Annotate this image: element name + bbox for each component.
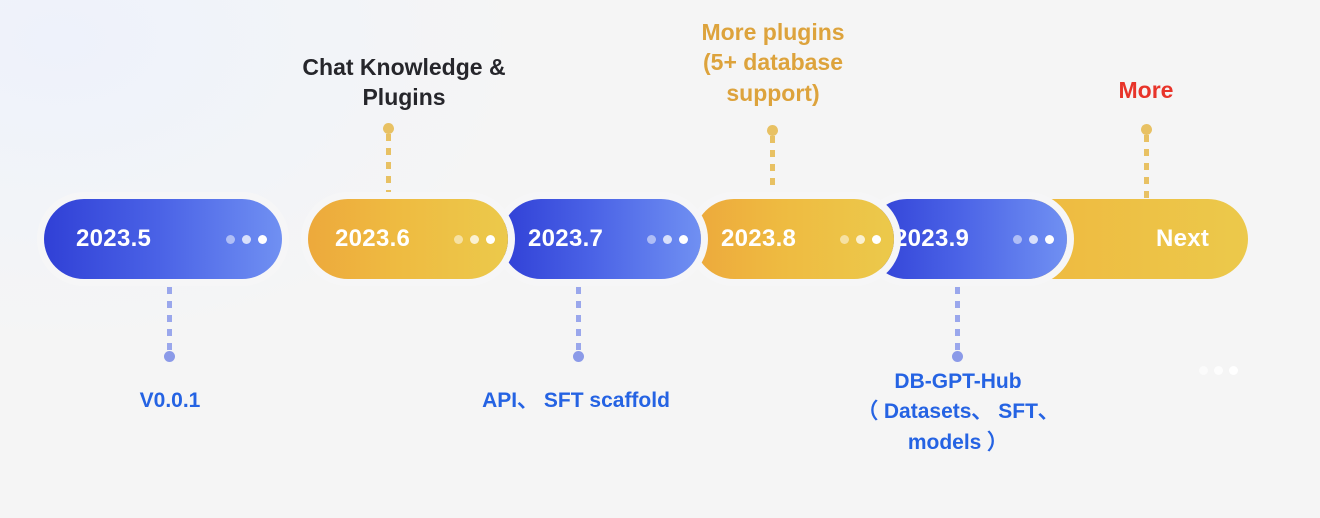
callout-below-2023-5: V0.0.1 (139, 389, 201, 412)
connector-above-2023-6 (383, 123, 394, 199)
connector-dash-line (386, 134, 391, 199)
connector-knob-icon (767, 125, 778, 136)
timeline-segment-2023-7[interactable]: 2023.7 (501, 199, 701, 279)
connector-knob-icon (383, 123, 394, 134)
timeline-segment-label: 2023.5 (76, 225, 152, 252)
callout-above-2023-6: Chat Knowledge & Plugins (302, 54, 506, 111)
segment-ellipsis-icon (1013, 234, 1054, 244)
callout-below-2023-7: API、 SFT scaffold (482, 389, 670, 412)
timeline-segment-label: 2023.6 (335, 225, 411, 252)
connector-dash-line (955, 287, 960, 351)
connector-dash-line (167, 287, 172, 351)
segment-ellipsis-icon (454, 234, 495, 244)
connector-above-next (1141, 124, 1152, 199)
connector-below-2023-7 (573, 287, 584, 362)
timeline-segment-2023-9[interactable]: 2023.9 (867, 199, 1067, 279)
segment-ellipsis-icon (226, 234, 267, 244)
timeline-segment-label: Next (1156, 225, 1210, 252)
connector-above-2023-8 (767, 125, 778, 199)
decorative-dots-icon (1199, 366, 1238, 375)
segment-ellipsis-icon (840, 234, 881, 244)
timeline-bar: Next 2023.9 2023.8 2023.7 2023.6 (44, 199, 1248, 279)
connector-below-2023-9 (952, 287, 963, 362)
timeline-segment-label: 2023.9 (894, 225, 970, 252)
connector-dash-line (1144, 135, 1149, 199)
connector-dash-line (576, 287, 581, 351)
timeline-segment-2023-6[interactable]: 2023.6 (308, 199, 508, 279)
timeline-segment-label: 2023.8 (721, 225, 797, 252)
callout-above-next: More (1118, 77, 1174, 103)
connector-dash-line (770, 136, 775, 199)
connector-knob-icon (952, 351, 963, 362)
connector-knob-icon (1141, 124, 1152, 135)
timeline-segment-2023-5[interactable]: 2023.5 (44, 199, 282, 279)
connector-knob-icon (573, 351, 584, 362)
connector-below-2023-5 (164, 287, 175, 362)
timeline-segment-label: 2023.7 (528, 225, 604, 252)
connector-knob-icon (164, 351, 175, 362)
callout-above-2023-8: More plugins (5+ database support) (701, 19, 845, 106)
timeline-segment-2023-8[interactable]: 2023.8 (694, 199, 894, 279)
callout-below-2023-9: DB-GPT-Hub （ Datasets、 SFT、 models ） (857, 370, 1059, 454)
segment-ellipsis-icon (647, 234, 688, 244)
